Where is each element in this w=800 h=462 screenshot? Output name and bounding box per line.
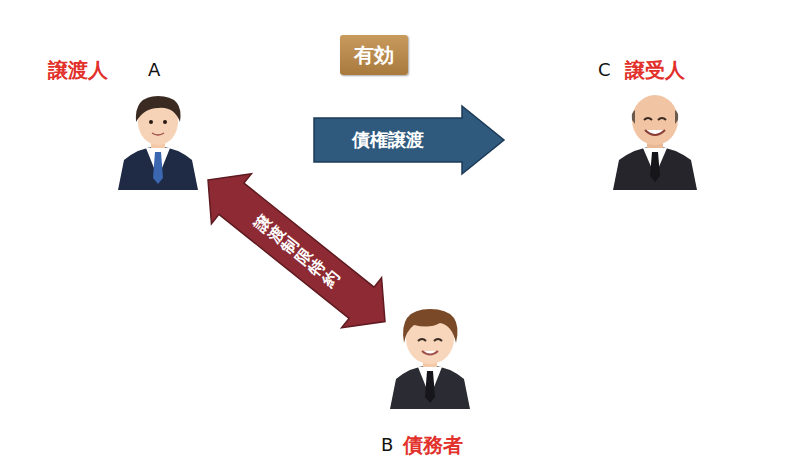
person-b (390, 309, 470, 409)
status-badge: 有効 (340, 35, 408, 75)
party-letter: B (381, 434, 393, 456)
badge-text: 有効 (354, 43, 394, 67)
role-label: 債務者 (403, 433, 463, 457)
party-letter: A (148, 59, 160, 81)
block-arrow (188, 155, 405, 347)
block-arrow (314, 106, 504, 174)
arrow-label: 譲渡制限特約 (250, 212, 342, 290)
role-label: 譲受人 (625, 58, 685, 82)
party-node: 譲渡人A (108, 90, 208, 190)
role-label: 譲渡人 (48, 58, 108, 82)
person-c (613, 95, 697, 190)
party-node: C譲受人 (610, 90, 700, 190)
party-node: B債務者 (385, 305, 475, 410)
arrow-label: 債権譲渡 (352, 128, 424, 152)
person-a (118, 96, 198, 190)
party-letter: C (598, 59, 611, 81)
